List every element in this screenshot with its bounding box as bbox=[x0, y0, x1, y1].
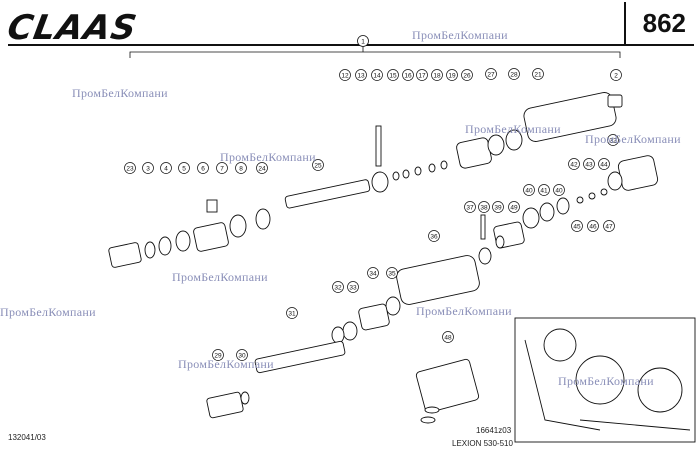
callout-35: 35 bbox=[388, 270, 396, 277]
parts-bag bbox=[415, 358, 480, 424]
callout-46: 46 bbox=[589, 223, 597, 230]
callout-38: 38 bbox=[480, 204, 488, 211]
right-upper-group bbox=[478, 155, 659, 265]
callout-6: 6 bbox=[201, 165, 205, 172]
header-rule bbox=[8, 44, 628, 46]
callout-27: 27 bbox=[487, 71, 495, 78]
watermark-8: ПромБелКомпани bbox=[416, 304, 512, 318]
callouts bbox=[124, 68, 622, 361]
watermark-10: ПромБелКомпани bbox=[558, 374, 654, 388]
callout-3: 3 bbox=[146, 165, 150, 172]
lower-shaft-assembly bbox=[206, 255, 480, 419]
callout-22: 22 bbox=[609, 137, 617, 144]
page-number-box bbox=[624, 2, 694, 46]
callout-13: 13 bbox=[357, 72, 365, 79]
callout-25: 25 bbox=[314, 162, 322, 169]
model-label: LEXION 530-510 bbox=[452, 439, 513, 448]
watermark-1: ПромБелКомпани bbox=[412, 28, 508, 42]
callout-33: 33 bbox=[349, 284, 357, 291]
callout-4: 4 bbox=[164, 165, 168, 172]
callout-31: 31 bbox=[288, 310, 296, 317]
watermark-6: ПромБелКомпани bbox=[172, 270, 268, 284]
callout-44: 44 bbox=[600, 161, 608, 168]
callout-14: 14 bbox=[373, 72, 381, 79]
page-number: 862 bbox=[642, 8, 686, 38]
callout-45: 45 bbox=[573, 223, 581, 230]
callout-7: 7 bbox=[220, 165, 224, 172]
watermark-3: ПромБелКомпани bbox=[220, 150, 316, 164]
callout-37: 37 bbox=[466, 204, 474, 211]
inset-detail bbox=[514, 317, 696, 443]
assembly-bracket bbox=[129, 35, 621, 58]
callout-34: 34 bbox=[369, 270, 377, 277]
callout-12: 12 bbox=[341, 72, 349, 79]
assembly-callout: 1 bbox=[361, 39, 365, 46]
callout-30: 30 bbox=[238, 352, 246, 359]
upper-shaft-assembly bbox=[108, 92, 623, 268]
callout-5: 5 bbox=[182, 165, 186, 172]
callout-23: 23 bbox=[126, 165, 134, 172]
watermark-9: ПромБелКомпани bbox=[178, 357, 274, 371]
document-code: 132041/03 bbox=[8, 433, 46, 442]
watermark-7: ПромБелКомпани bbox=[0, 305, 96, 319]
callout-28: 28 bbox=[510, 71, 518, 78]
watermark-5: ПромБелКомпани bbox=[585, 132, 681, 146]
callout-40: 40 bbox=[555, 187, 563, 194]
callout-29: 29 bbox=[214, 352, 222, 359]
callout-18: 18 bbox=[433, 72, 441, 79]
callout-47: 47 bbox=[605, 223, 613, 230]
callout-26: 26 bbox=[463, 72, 471, 79]
callout-41: 41 bbox=[540, 187, 548, 194]
callout-15: 15 bbox=[389, 72, 397, 79]
callout-8: 8 bbox=[239, 165, 243, 172]
callout-24: 24 bbox=[258, 165, 266, 172]
callout-39: 39 bbox=[494, 204, 502, 211]
callout-21: 21 bbox=[534, 71, 542, 78]
callout-49: 49 bbox=[510, 204, 518, 211]
callout-16: 16 bbox=[404, 72, 412, 79]
callout-36: 36 bbox=[430, 233, 438, 240]
callout-48: 48 bbox=[444, 334, 452, 341]
callout-43: 43 bbox=[585, 161, 593, 168]
watermark-4: ПромБелКомпани bbox=[465, 122, 561, 136]
callout-2: 2 bbox=[614, 72, 618, 79]
inset-reference: 16641z03 bbox=[476, 426, 512, 435]
callout-40: 40 bbox=[525, 187, 533, 194]
callout-32: 32 bbox=[334, 284, 342, 291]
callout-17: 17 bbox=[418, 72, 426, 79]
watermark-2: ПромБелКомпани bbox=[72, 86, 168, 100]
callout-42: 42 bbox=[570, 161, 578, 168]
callout-19: 19 bbox=[448, 72, 456, 79]
